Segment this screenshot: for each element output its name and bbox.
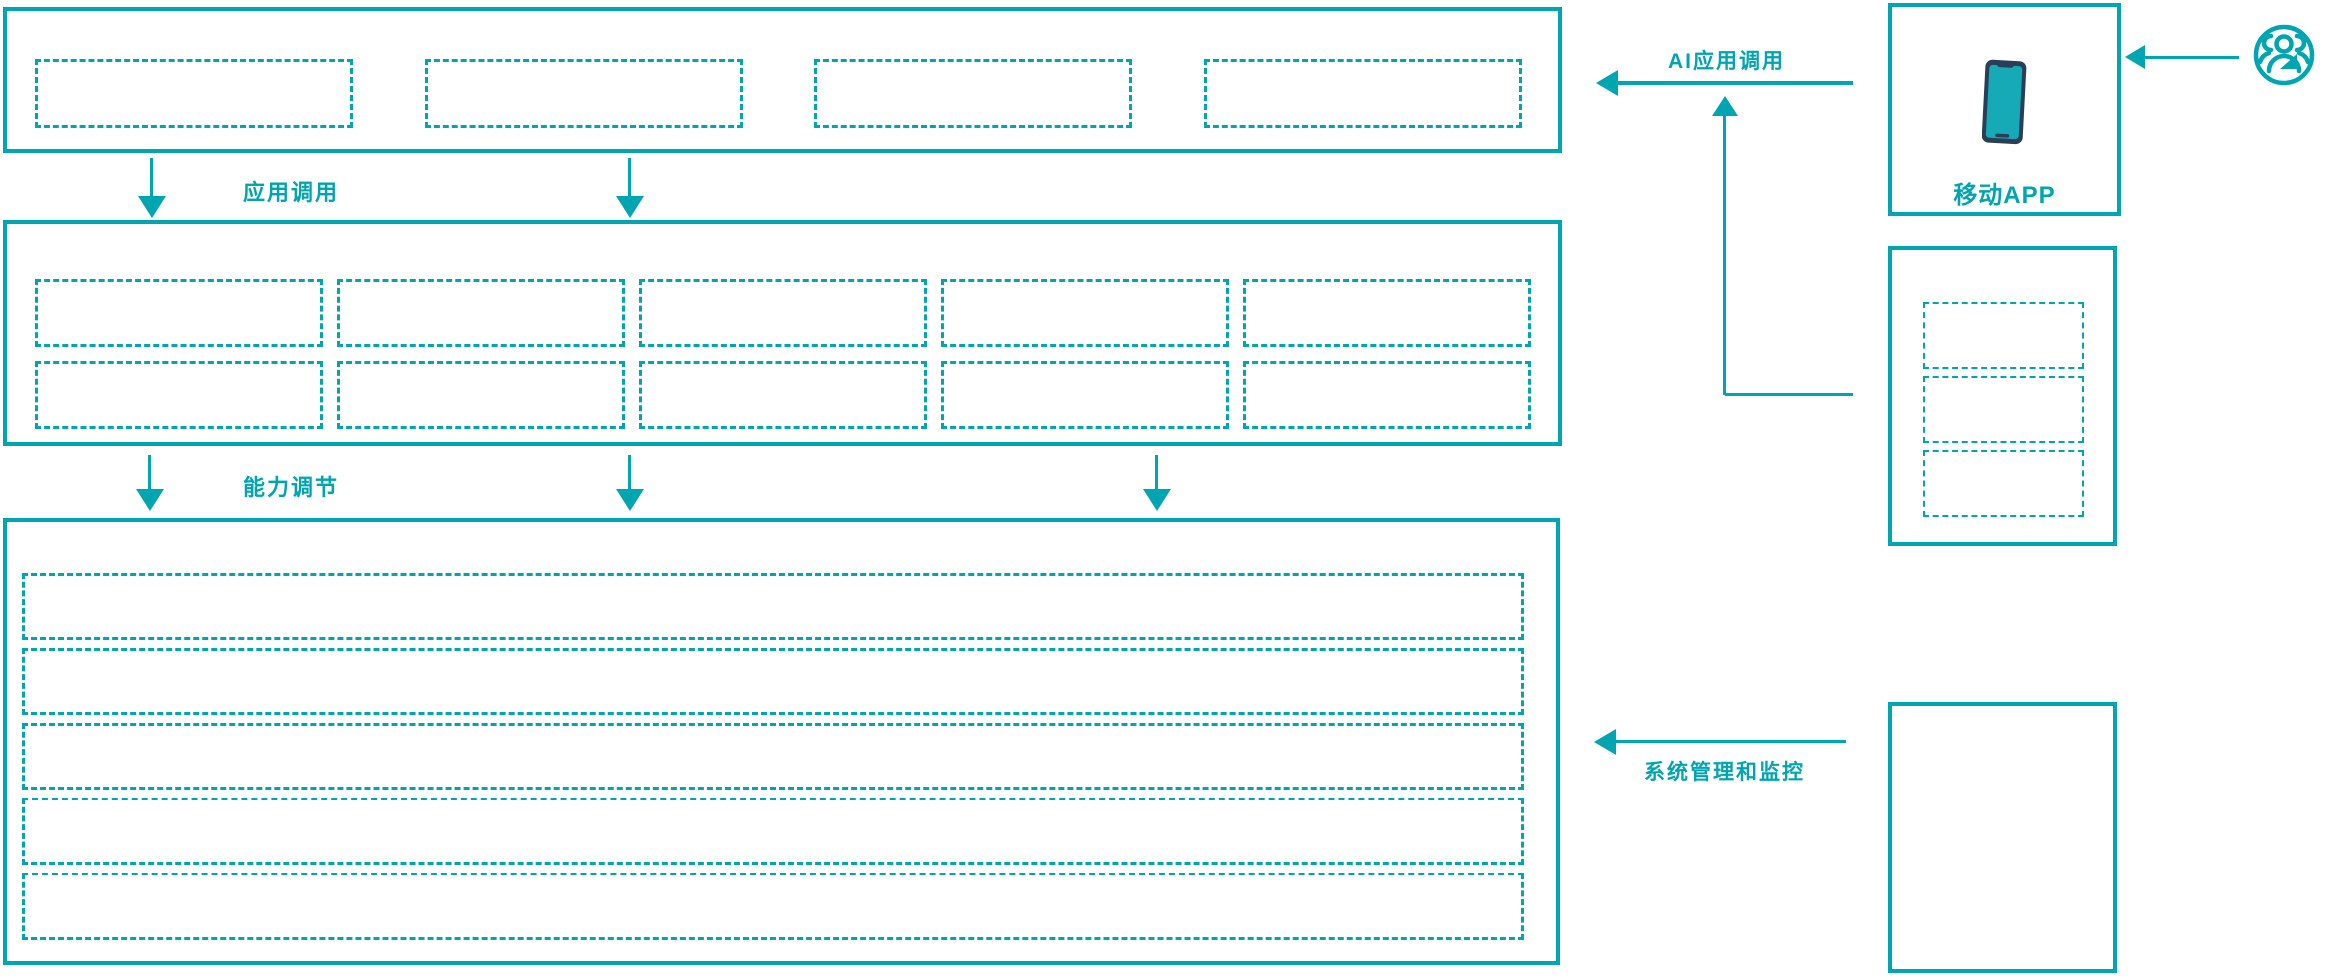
placeholder-row (22, 873, 1524, 940)
client-box-items (1923, 302, 2084, 517)
placeholder-box (1923, 376, 2084, 443)
label-system-management: 系统管理和监控 (1644, 761, 1805, 784)
placeholder-box (639, 279, 927, 347)
placeholder-box (1203, 59, 1522, 128)
resource-layer-container (3, 518, 1560, 965)
label-app-call: 应用调用 (243, 180, 340, 205)
placeholder-box (639, 361, 927, 429)
admin-box (1888, 702, 2117, 973)
placeholder-row (22, 798, 1524, 865)
arrow-left-line (2143, 56, 2239, 59)
placeholder-box (941, 279, 1229, 347)
placeholder-box (1243, 361, 1531, 429)
placeholder-row (22, 723, 1524, 790)
mobile-app-label: 移动APP (1953, 182, 2056, 209)
placeholder-box (1243, 279, 1531, 347)
arrow-left-head (1594, 729, 1616, 755)
connector-horizontal-line (1725, 393, 1853, 396)
placeholder-row (22, 573, 1524, 640)
arrow-down-head (616, 489, 644, 511)
label-ai-app-call: AI应用调用 (1668, 50, 1785, 73)
placeholder-box (337, 361, 625, 429)
placeholder-box (424, 59, 743, 128)
placeholder-box (1923, 302, 2084, 369)
arrow-down-line (148, 455, 151, 491)
arrow-down-line (150, 158, 153, 198)
placeholder-box (1923, 450, 2084, 517)
application-layer-container (3, 7, 1562, 153)
smartphone-icon (1981, 59, 2028, 147)
arrow-left-head (1596, 70, 1618, 96)
application-layer-boxes (35, 59, 1522, 128)
arrow-left-line (1616, 81, 1853, 85)
arrow-down-head (136, 489, 164, 511)
client-box (1888, 246, 2117, 546)
placeholder-box (814, 59, 1133, 128)
users-icon (2252, 23, 2316, 87)
placeholder-row (22, 648, 1524, 715)
arrow-down-head (138, 196, 166, 218)
placeholder-box (337, 279, 625, 347)
mobile-app-box: 移动APP (1888, 3, 2121, 216)
capability-layer-boxes (35, 279, 1531, 429)
arrow-up-head (1712, 96, 1738, 116)
resource-layer-rows (22, 573, 1524, 940)
placeholder-box (35, 59, 353, 128)
connector-vertical-line (1723, 114, 1726, 395)
arrow-down-head (616, 196, 644, 218)
arrow-left-line (1614, 740, 1846, 743)
capability-layer-container (3, 220, 1562, 446)
arrow-left-head (2125, 45, 2145, 69)
placeholder-box (941, 361, 1229, 429)
label-capability-adjust: 能力调节 (243, 475, 340, 500)
arrow-down-line (628, 455, 631, 491)
arrow-down-line (1155, 455, 1158, 491)
placeholder-box (35, 361, 323, 429)
arrow-down-line (628, 158, 631, 198)
arrow-down-head (1143, 489, 1171, 511)
placeholder-box (35, 279, 323, 347)
